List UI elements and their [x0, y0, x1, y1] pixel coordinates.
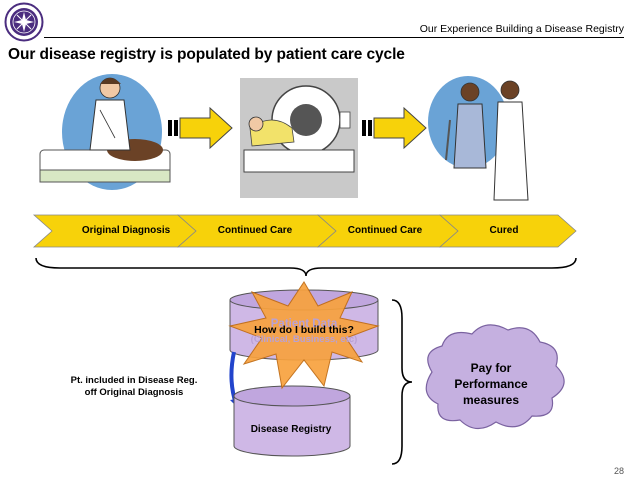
cured-clipart — [428, 76, 529, 201]
diagnosis-clipart — [39, 74, 171, 190]
patient-data-title: Patient Data — [270, 318, 338, 330]
scanner-clipart — [240, 78, 358, 198]
disease-registry-label: Disease Registry — [250, 424, 332, 435]
slide-title: Our disease registry is populated by pat… — [8, 46, 405, 63]
right-arrow-icon — [362, 106, 427, 150]
burst-callout — [228, 281, 380, 390]
university-seal-logo — [4, 2, 44, 42]
pay-for-performance-cloud — [425, 324, 565, 430]
burst-callout-text: How do I build this? — [254, 324, 354, 336]
care-cycle-banner — [32, 214, 577, 248]
outcome-brace — [391, 299, 413, 465]
stage-label: Continued Care — [217, 225, 293, 236]
note-line: off Original Diagnosis — [84, 387, 184, 398]
registry-inclusion-note: Pt. included in Disease Reg. off Origina… — [50, 375, 218, 399]
header-divider — [44, 37, 624, 38]
note-line: Pt. included in Disease Reg. — [70, 375, 198, 386]
stage-label: Continued Care — [347, 225, 423, 236]
cloud-line: Performance — [454, 377, 528, 391]
cloud-line: Pay for — [470, 361, 512, 375]
patient-data-subtitle: (Clinical, Business, etc) — [250, 334, 358, 345]
right-arrow-icon — [168, 106, 233, 150]
cloud-line: measures — [462, 393, 520, 407]
pay-for-performance-text: Pay for Performance measures — [436, 360, 546, 408]
disease-registry-cylinder — [233, 385, 351, 457]
page-number: 28 — [613, 466, 624, 476]
stage-label: Cured — [489, 225, 519, 236]
stage-label: Original Diagnosis — [81, 225, 171, 236]
cycle-brace — [35, 257, 577, 277]
header-title: Our Experience Building a Disease Regist… — [419, 23, 624, 35]
